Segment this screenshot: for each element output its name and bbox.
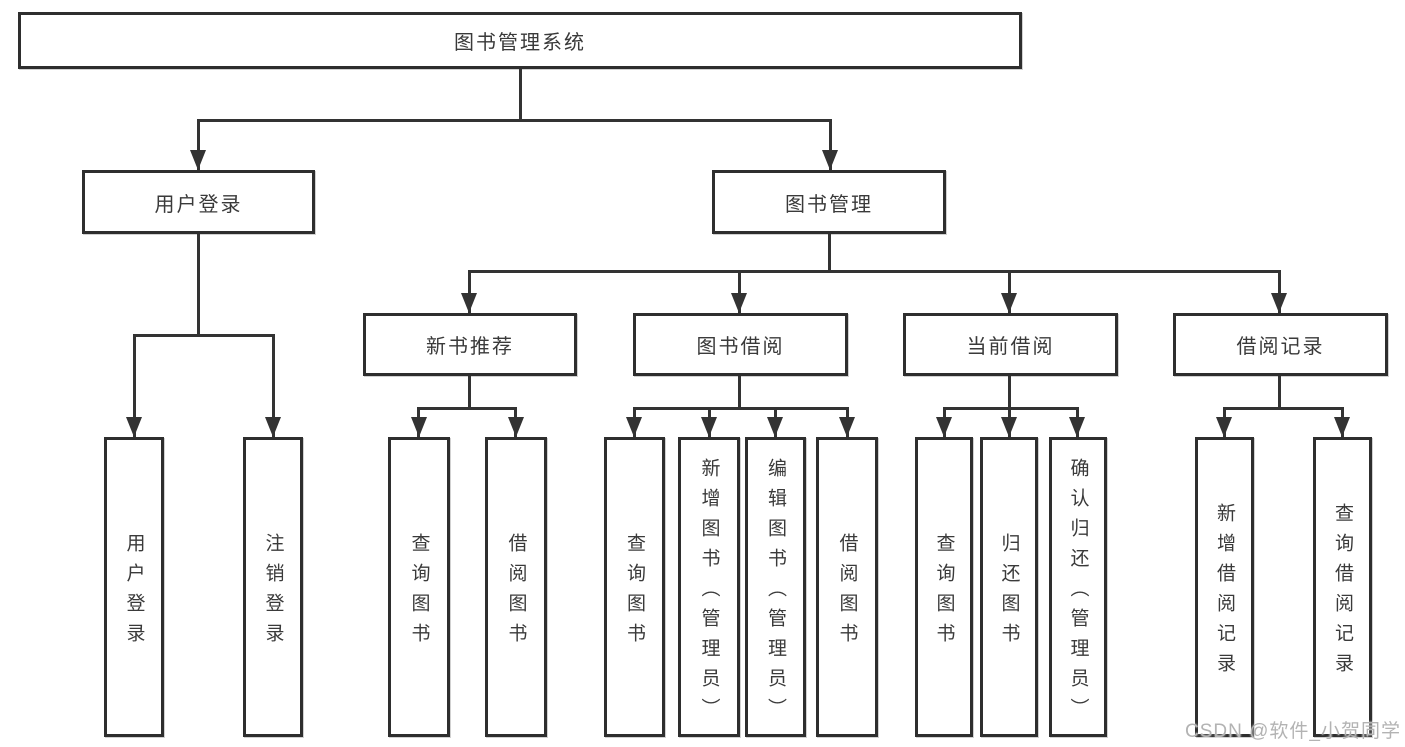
leaf-borrow-books-borrowing: 借阅图书 bbox=[816, 437, 878, 737]
arrow-down-icon bbox=[1001, 293, 1017, 313]
leaf-add-book-admin: 新增图书（管理员） bbox=[678, 437, 740, 737]
arrow-down-icon bbox=[1334, 417, 1350, 437]
arrow-down-icon bbox=[190, 150, 206, 170]
node-current-borrowing: 当前借阅 bbox=[903, 313, 1118, 376]
connector-userlogin-stub bbox=[197, 234, 200, 336]
connector-root-drop-left bbox=[197, 119, 200, 170]
arrow-down-icon bbox=[767, 417, 783, 437]
arrow-down-icon bbox=[936, 417, 952, 437]
leaf-logout: 注销登录 bbox=[243, 437, 303, 737]
connector-bookmgmt-stub bbox=[828, 234, 831, 272]
connector-records-bar bbox=[1223, 407, 1343, 410]
arrow-down-icon bbox=[839, 417, 855, 437]
arrow-down-icon bbox=[265, 417, 281, 437]
connector-bookmgmt-drop-3 bbox=[1008, 270, 1011, 313]
leaf-query-books-borrowing: 查询图书 bbox=[604, 437, 665, 737]
leaf-add-borrow-record: 新增借阅记录 bbox=[1195, 437, 1254, 737]
arrow-down-icon bbox=[461, 293, 477, 313]
arrow-down-icon bbox=[822, 150, 838, 170]
arrow-down-icon bbox=[701, 417, 717, 437]
connector-current-stub bbox=[1008, 376, 1011, 409]
connector-bookmgmt-bar bbox=[468, 270, 1281, 273]
connector-bookmgmt-drop-1 bbox=[468, 270, 471, 313]
connector-records-stub bbox=[1278, 376, 1281, 409]
connector-root-stub bbox=[519, 69, 522, 121]
connector-root-drop-right bbox=[829, 119, 832, 170]
node-root: 图书管理系统 bbox=[18, 12, 1022, 69]
node-book-borrowing: 图书借阅 bbox=[633, 313, 848, 376]
leaf-return-book: 归还图书 bbox=[980, 437, 1038, 737]
node-new-book-recommend: 新书推荐 bbox=[363, 313, 577, 376]
connector-current-bar bbox=[943, 407, 1079, 410]
node-book-management: 图书管理 bbox=[712, 170, 946, 234]
leaf-query-borrow-record: 查询借阅记录 bbox=[1313, 437, 1372, 737]
leaf-query-books-recommend: 查询图书 bbox=[388, 437, 450, 737]
connector-recommend-bar bbox=[417, 407, 517, 410]
node-user-login: 用户登录 bbox=[82, 170, 315, 234]
leaf-user-login: 用户登录 bbox=[104, 437, 164, 737]
arrow-down-icon bbox=[1001, 417, 1017, 437]
leaf-query-books-current: 查询图书 bbox=[915, 437, 973, 737]
connector-borrowing-bar bbox=[633, 407, 848, 410]
arrow-down-icon bbox=[626, 417, 642, 437]
csdn-watermark: CSDN @软件_小贺同学 bbox=[1185, 721, 1401, 742]
leaf-confirm-return-admin: 确认归还（管理员） bbox=[1049, 437, 1107, 737]
connector-root-bar bbox=[197, 119, 831, 122]
connector-borrowing-stub bbox=[738, 376, 741, 409]
arrow-down-icon bbox=[411, 417, 427, 437]
leaf-edit-book-admin: 编辑图书（管理员） bbox=[745, 437, 806, 737]
arrow-down-icon bbox=[508, 417, 524, 437]
arrow-down-icon bbox=[1216, 417, 1232, 437]
node-borrowing-records: 借阅记录 bbox=[1173, 313, 1388, 376]
connector-bookmgmt-drop-2 bbox=[738, 270, 741, 313]
connector-userlogin-drop-2 bbox=[272, 334, 275, 437]
connector-recommend-stub bbox=[468, 376, 471, 409]
arrow-down-icon bbox=[731, 293, 747, 313]
connector-userlogin-drop-1 bbox=[133, 334, 136, 437]
connector-userlogin-bar bbox=[133, 334, 274, 337]
leaf-borrow-books-recommend: 借阅图书 bbox=[485, 437, 547, 737]
arrow-down-icon bbox=[1271, 293, 1287, 313]
arrow-down-icon bbox=[1069, 417, 1085, 437]
arrow-down-icon bbox=[126, 417, 142, 437]
connector-bookmgmt-drop-4 bbox=[1278, 270, 1281, 313]
